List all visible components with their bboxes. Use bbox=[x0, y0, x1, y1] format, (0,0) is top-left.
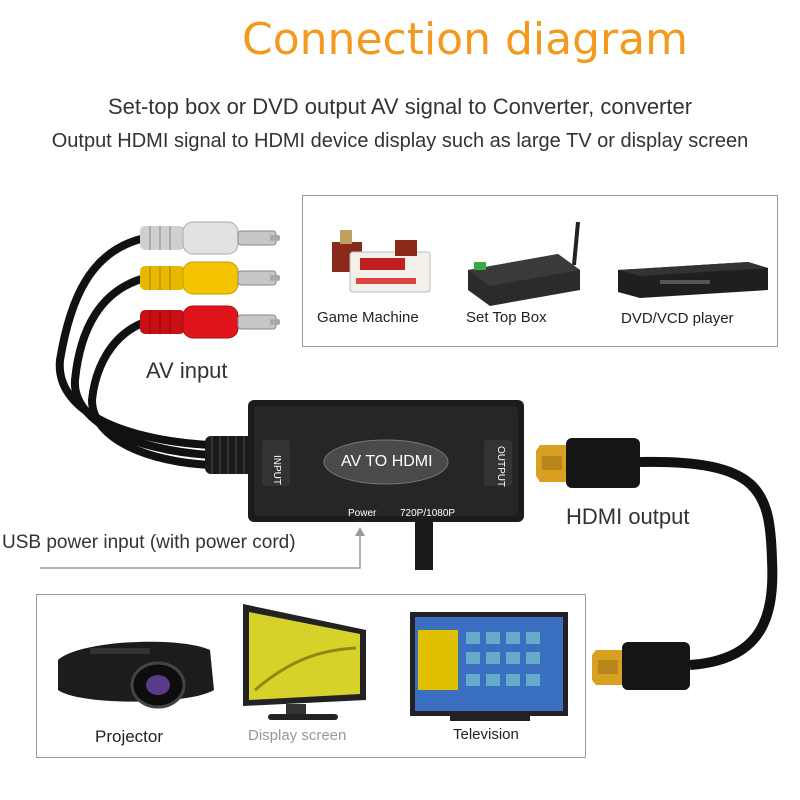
power-port-label: Power bbox=[348, 508, 377, 519]
monitor-icon bbox=[243, 604, 366, 720]
input-strain-relief bbox=[205, 436, 255, 474]
output-port-label: OUTPUT bbox=[495, 446, 506, 488]
source-label-set-top-box: Set Top Box bbox=[466, 309, 547, 326]
resolution-label: 720P/1080P bbox=[400, 508, 456, 519]
hdmi-output-label: HDMI output bbox=[566, 504, 690, 529]
game-machine-icon bbox=[332, 230, 431, 293]
television-icon bbox=[410, 612, 568, 721]
input-port-label: INPUT bbox=[271, 455, 282, 485]
source-label-game-machine: Game Machine bbox=[317, 309, 419, 326]
display-label-projector: Projector bbox=[95, 727, 164, 746]
display-label-monitor: Display screen bbox=[248, 727, 347, 744]
dvd-player-icon bbox=[618, 262, 768, 298]
projector-icon bbox=[58, 641, 214, 709]
page-title: Connection diagram bbox=[242, 14, 688, 65]
av-cable bbox=[55, 234, 214, 469]
source-label-dvd-player: DVD/VCD player bbox=[621, 310, 734, 327]
display-label-television: Television bbox=[453, 726, 519, 743]
usb-power-label: USB power input (with power cord) bbox=[2, 532, 296, 553]
rca-red-plug bbox=[140, 305, 280, 339]
converter-box bbox=[248, 400, 524, 570]
rca-white-plug bbox=[140, 221, 280, 255]
set-top-box-icon bbox=[468, 221, 580, 306]
av-input-label: AV input bbox=[146, 358, 228, 383]
hdmi-cable bbox=[536, 438, 778, 690]
rca-yellow-plug bbox=[140, 261, 280, 295]
subtitle-line-1: Set-top box or DVD output AV signal to C… bbox=[107, 94, 693, 119]
converter-label: AV TO HDMI bbox=[341, 453, 433, 470]
subtitle-line-2: Output HDMI signal to HDMI device displa… bbox=[51, 130, 749, 152]
